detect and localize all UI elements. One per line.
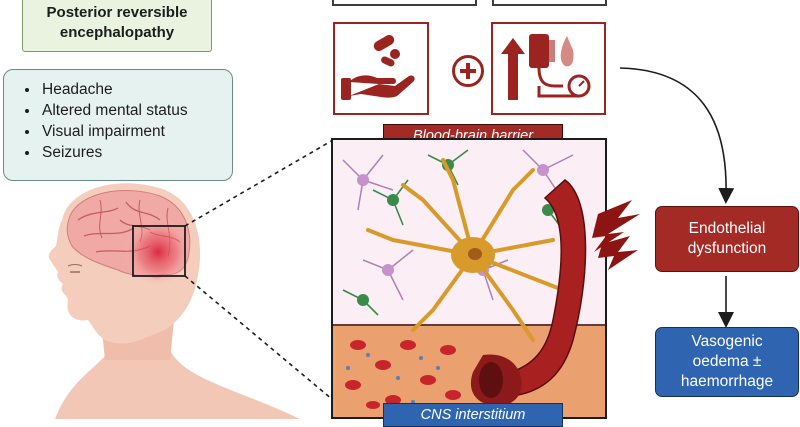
blood-pressure-up-icon: [501, 34, 591, 100]
tissue-illustration: [333, 140, 605, 417]
cns-label-text: CNS interstitium: [420, 407, 526, 423]
lightning-bolt-icon: [592, 200, 640, 270]
symptom-item: Seizures: [40, 142, 232, 163]
endothelial-dysfunction-box: Endothelial dysfunction: [655, 206, 799, 272]
symptoms-list: Headache Altered mental status Visual im…: [26, 79, 232, 163]
vasogenic-line-3: haemorrhage: [680, 373, 774, 390]
vasogenic-oedema-box: Vasogenic oedema ± haemorrhage: [655, 327, 799, 397]
plus-icon: [452, 55, 484, 87]
title-box: Posterior reversible encephalopathy: [22, 0, 212, 52]
symptom-item: Visual impairment: [40, 121, 232, 142]
medication-icon-box: [333, 22, 429, 115]
title-line-2: encephalopathy: [59, 24, 175, 41]
tissue-panel: [331, 138, 607, 419]
hand-holding-pills-icon: [341, 35, 415, 100]
symptom-item: Headache: [40, 79, 232, 100]
endothelial-line-2: dysfunction: [687, 240, 767, 257]
symptoms-box: Headache Altered mental status Visual im…: [3, 69, 233, 181]
symptom-item: Altered mental status: [40, 100, 232, 121]
cns-label: CNS interstitium: [383, 403, 563, 427]
hypertension-icon-box: [491, 22, 606, 115]
top-frame-left: [332, 0, 477, 6]
vasogenic-line-2: oedema ±: [692, 353, 762, 370]
head-illustration: [48, 183, 300, 419]
top-frame-right: [492, 0, 607, 6]
endothelial-line-1: Endothelial: [688, 220, 766, 237]
title-line-1: Posterior reversible: [46, 4, 188, 21]
vasogenic-line-1: Vasogenic: [691, 333, 763, 350]
